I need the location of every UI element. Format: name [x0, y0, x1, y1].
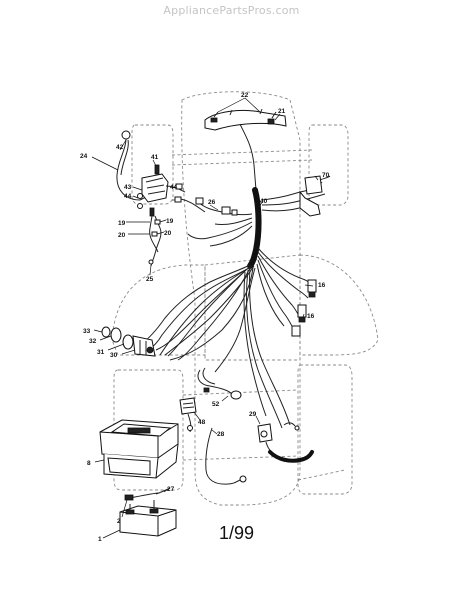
- switch-assembly-41: [137, 164, 206, 213]
- leader-lines: [91, 97, 319, 539]
- hood-outline: [181, 91, 301, 506]
- callout-labels: 22 21 42 24 41 43 44 44 40 70 26 19 19 2…: [80, 92, 330, 543]
- callout-22: 22: [241, 92, 249, 99]
- callout-32: 32: [89, 338, 97, 345]
- watermark-text: AppliancePartsPros.com: [163, 4, 300, 17]
- callout-19-right: 19: [166, 218, 174, 225]
- callout-29: 29: [249, 411, 257, 418]
- battery-1: [119, 487, 177, 537]
- callout-31: 31: [97, 349, 105, 356]
- callout-26: 26: [208, 199, 216, 206]
- callout-16-lower: 16: [307, 313, 315, 320]
- right-fender: [299, 254, 379, 356]
- brake-switch-wires: [148, 207, 162, 267]
- callout-42: 42: [116, 144, 124, 151]
- callout-70: 70: [322, 172, 330, 179]
- module-48-and-wire-52: [179, 367, 242, 433]
- callout-1: 1: [98, 536, 102, 543]
- solenoid-29: [257, 422, 314, 463]
- tractor-outline: [111, 91, 379, 506]
- callout-30: 30: [110, 352, 118, 359]
- callout-20-right: 20: [164, 230, 172, 237]
- battery-box-8: [99, 419, 179, 479]
- callout-43: 43: [124, 184, 132, 191]
- callout-20-left: 20: [118, 232, 126, 239]
- callout-16-upper: 16: [318, 282, 326, 289]
- callout-44-right: 44: [170, 184, 178, 191]
- seat-deck: [204, 254, 301, 361]
- callout-21: 21: [278, 108, 286, 115]
- callout-2: 2: [117, 518, 121, 525]
- front-axle: [171, 149, 313, 166]
- callout-8: 8: [87, 460, 91, 467]
- connector-70: [299, 175, 331, 217]
- date-code: 1/99: [219, 523, 255, 543]
- left-front-wheel: [131, 124, 174, 205]
- callout-48: 48: [198, 419, 206, 426]
- callout-33: 33: [83, 328, 91, 335]
- callout-40: 40: [260, 198, 268, 205]
- rear-left-wheel: [113, 369, 184, 491]
- callout-25: 25: [146, 276, 154, 283]
- callout-24: 24: [80, 153, 88, 160]
- right-front-wheel: [308, 124, 349, 206]
- callout-44-left: 44: [124, 193, 132, 200]
- callout-27: 27: [167, 486, 175, 493]
- callout-41: 41: [151, 154, 159, 161]
- callout-28: 28: [217, 431, 225, 438]
- callout-19-left: 19: [118, 220, 126, 227]
- callout-52: 52: [212, 401, 220, 408]
- headlight-bar-22: [204, 108, 287, 191]
- rear-right-wheel: [297, 364, 353, 495]
- connector-26: [195, 197, 238, 216]
- ignition-switch-assembly: [101, 326, 156, 357]
- cable-28: [205, 427, 247, 485]
